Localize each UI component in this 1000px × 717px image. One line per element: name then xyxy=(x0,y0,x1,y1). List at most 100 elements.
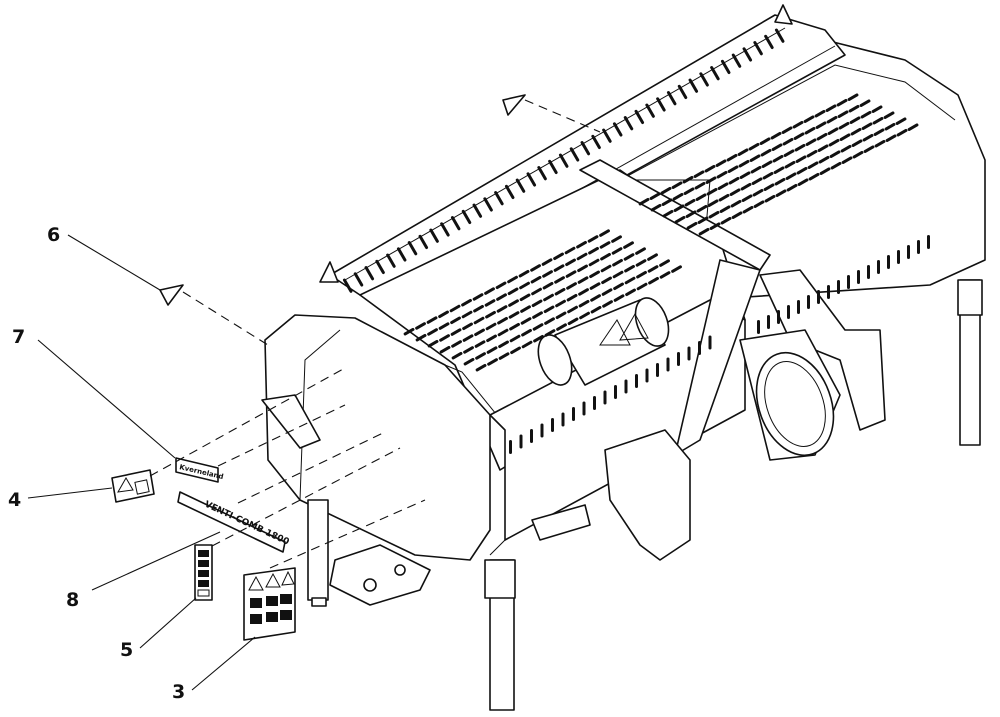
vent-slot xyxy=(907,123,919,131)
vent-slot xyxy=(611,247,623,255)
vent-slot xyxy=(635,374,638,388)
vent-slot xyxy=(520,317,532,325)
vent-slot xyxy=(650,203,662,212)
vent-slot xyxy=(753,41,763,56)
vent-slot xyxy=(624,379,628,394)
vent-slot xyxy=(649,192,661,200)
vent-slot xyxy=(871,105,883,113)
vent-slot xyxy=(715,159,727,167)
vent-slot xyxy=(588,258,600,267)
vent-slot xyxy=(565,258,576,267)
vent-slot xyxy=(787,305,790,319)
vent-slot xyxy=(521,340,533,349)
vent-slot xyxy=(774,177,786,186)
vent-slot xyxy=(927,235,930,249)
vent-slot xyxy=(773,166,785,174)
vent-slot xyxy=(497,328,509,337)
vent-slot xyxy=(826,115,838,124)
vent-slot xyxy=(507,287,519,296)
vent-slot xyxy=(751,177,763,185)
decal-4-warning-pictogram xyxy=(111,469,155,503)
vent-slot xyxy=(600,264,612,273)
vent-slot xyxy=(827,285,830,299)
vent-slot xyxy=(566,293,578,302)
vent-slot xyxy=(677,352,680,366)
vent-slot xyxy=(764,34,774,50)
vent-slot xyxy=(750,165,762,174)
vent-slot xyxy=(661,198,673,206)
vent-slot xyxy=(859,99,871,107)
vent-slot xyxy=(797,300,800,314)
vent-slot xyxy=(763,183,775,191)
vent-slot xyxy=(726,153,738,162)
vent-slot xyxy=(601,288,613,296)
vent-slot xyxy=(438,322,450,330)
vent-slot xyxy=(759,137,771,145)
vent-slot xyxy=(656,363,659,377)
vent-slot xyxy=(544,317,555,325)
vent-slot xyxy=(462,334,474,342)
vent-slot xyxy=(602,128,612,143)
vent-slot xyxy=(804,126,816,135)
vent-slot xyxy=(576,252,588,261)
decal-6-reflector-right xyxy=(502,94,526,116)
vent-slot xyxy=(815,121,827,129)
vent-slot xyxy=(792,120,804,129)
callout-6: 6 xyxy=(47,224,60,246)
vent-slot xyxy=(720,216,732,225)
vent-slot xyxy=(648,276,659,285)
vent-slot xyxy=(696,204,708,213)
vent-slot xyxy=(554,287,566,296)
vent-slot xyxy=(602,300,613,308)
vent-slot xyxy=(415,333,427,342)
vent-slot xyxy=(635,247,646,255)
vent-slot xyxy=(407,241,418,256)
vent-slot xyxy=(508,299,519,307)
vent-slot xyxy=(666,91,677,106)
vent-slot xyxy=(462,322,473,331)
vent-slot xyxy=(659,259,670,267)
vent-slot xyxy=(635,259,647,267)
vent-slot xyxy=(828,138,840,147)
vent-slot xyxy=(806,149,818,158)
vent-slot xyxy=(532,323,544,331)
vent-slot xyxy=(533,334,544,343)
vent-slot xyxy=(645,368,649,383)
vent-slot xyxy=(673,204,685,212)
vent-slot xyxy=(418,234,429,250)
vent-slot xyxy=(564,246,576,255)
vent-slot xyxy=(817,290,820,304)
vent-slot xyxy=(687,346,691,361)
vent-slot xyxy=(590,294,601,302)
vent-slot xyxy=(494,191,504,206)
vent-slot xyxy=(727,165,739,173)
vent-slot xyxy=(638,197,650,206)
vent-slot xyxy=(740,182,752,191)
vent-slot xyxy=(519,281,530,290)
vent-slot xyxy=(728,176,740,185)
vent-slot xyxy=(519,434,523,449)
vent-slot xyxy=(531,299,543,308)
vent-slot xyxy=(439,345,451,354)
vent-slot xyxy=(509,322,520,331)
vent-slot xyxy=(623,241,634,249)
vent-slot xyxy=(450,316,461,325)
vent-slot xyxy=(816,132,828,141)
vent-slot xyxy=(720,59,731,75)
vent-slot xyxy=(530,264,541,272)
vent-slot xyxy=(486,346,498,354)
vent-slot xyxy=(917,240,920,254)
vent-slot xyxy=(449,304,461,313)
vent-slot xyxy=(353,272,364,287)
vent-slot xyxy=(738,159,750,168)
vent-slot xyxy=(708,210,720,219)
vent-slot xyxy=(716,170,728,179)
vent-slot xyxy=(427,328,438,336)
callout-leaders xyxy=(27,234,256,691)
vent-slot xyxy=(496,293,507,301)
vent-slot xyxy=(697,216,709,224)
callout-5: 5 xyxy=(120,639,133,661)
vent-slot xyxy=(753,200,765,208)
vent-slot xyxy=(507,275,518,284)
vent-slot xyxy=(520,305,531,313)
